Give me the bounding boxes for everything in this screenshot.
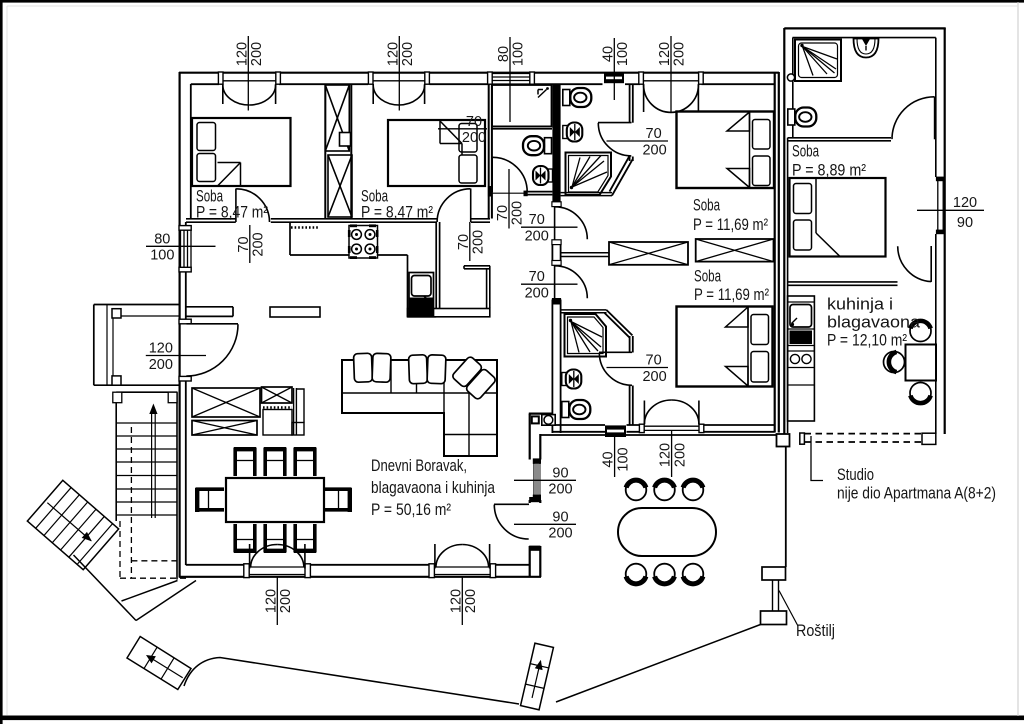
svg-text:90: 90 — [957, 215, 973, 231]
svg-text:40: 40 — [600, 46, 616, 62]
svg-text:Soba: Soba — [792, 143, 820, 161]
svg-text:200: 200 — [525, 286, 549, 302]
svg-text:90: 90 — [552, 509, 568, 525]
svg-text:200: 200 — [251, 232, 267, 256]
svg-text:70: 70 — [646, 353, 662, 369]
svg-text:Soba: Soba — [694, 268, 722, 286]
svg-text:70: 70 — [495, 205, 511, 221]
svg-text:200: 200 — [278, 589, 294, 613]
svg-text:200: 200 — [548, 482, 572, 498]
svg-text:kuhinja i: kuhinja i — [827, 296, 893, 314]
svg-text:70: 70 — [529, 212, 545, 228]
svg-text:Soba: Soba — [693, 197, 721, 215]
svg-text:200: 200 — [249, 42, 265, 66]
svg-text:120: 120 — [234, 42, 250, 66]
svg-text:70: 70 — [236, 236, 252, 252]
svg-text:40: 40 — [601, 451, 617, 467]
svg-text:200: 200 — [510, 201, 526, 225]
svg-text:P = 12,10 m²: P = 12,10 m² — [827, 332, 907, 350]
svg-text:80: 80 — [496, 46, 512, 62]
svg-text:blagavaona: blagavaona — [827, 314, 921, 332]
svg-text:120: 120 — [657, 42, 673, 66]
svg-text:nije dio Apartmana A(8+2): nije dio Apartmana A(8+2) — [837, 485, 996, 503]
svg-text:80: 80 — [154, 231, 170, 247]
svg-text:P = 8,47 m²: P = 8,47 m² — [196, 203, 268, 221]
svg-text:P = 11,69 m²: P = 11,69 m² — [694, 286, 769, 304]
svg-text:P = 11,69 m²: P = 11,69 m² — [693, 216, 768, 234]
svg-text:200: 200 — [642, 142, 666, 158]
svg-text:200: 200 — [149, 357, 173, 373]
svg-text:200: 200 — [471, 230, 487, 254]
svg-text:200: 200 — [672, 443, 688, 467]
svg-text:120: 120 — [953, 195, 977, 211]
svg-text:70: 70 — [456, 234, 472, 250]
svg-text:100: 100 — [511, 42, 527, 66]
svg-text:200: 200 — [548, 526, 572, 542]
svg-text:200: 200 — [672, 42, 688, 66]
svg-text:70: 70 — [529, 269, 545, 285]
svg-text:70: 70 — [466, 114, 482, 130]
svg-text:blagavaona i kuhinja: blagavaona i kuhinja — [371, 479, 496, 497]
svg-text:120: 120 — [385, 42, 401, 66]
svg-text:Soba: Soba — [361, 187, 389, 205]
svg-text:200: 200 — [463, 589, 479, 613]
svg-text:90: 90 — [552, 465, 568, 481]
svg-text:200: 200 — [642, 369, 666, 385]
svg-text:70: 70 — [646, 126, 662, 142]
svg-text:100: 100 — [150, 248, 174, 264]
svg-text:200: 200 — [400, 42, 416, 66]
svg-text:P = 8,47 m²: P = 8,47 m² — [361, 203, 433, 221]
svg-text:Studio: Studio — [837, 466, 874, 484]
svg-text:Dnevni Boravak,: Dnevni Boravak, — [371, 457, 467, 475]
svg-text:200: 200 — [462, 130, 486, 146]
svg-text:120: 120 — [263, 589, 279, 613]
svg-text:120: 120 — [149, 341, 173, 357]
svg-text:100: 100 — [615, 42, 631, 66]
svg-text:P = 8,89 m²: P = 8,89 m² — [792, 162, 866, 180]
svg-text:120: 120 — [448, 589, 464, 613]
svg-text:Roštilj: Roštilj — [796, 622, 835, 640]
svg-text:200: 200 — [525, 229, 549, 245]
svg-text:120: 120 — [658, 443, 674, 467]
svg-text:100: 100 — [615, 447, 631, 471]
svg-text:P = 50,16 m²: P = 50,16 m² — [371, 501, 451, 519]
svg-text:Soba: Soba — [196, 187, 224, 205]
